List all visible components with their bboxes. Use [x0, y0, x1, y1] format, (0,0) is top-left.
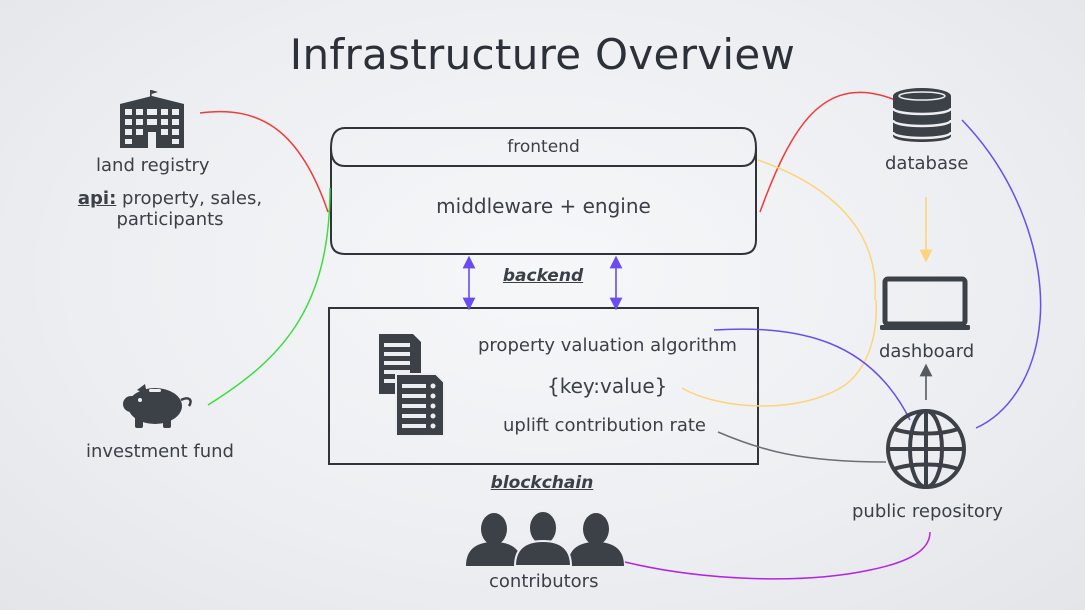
- blockchain-item-keyvalue: {key:value}: [547, 374, 668, 398]
- public-repository-label: public repository: [852, 501, 1003, 522]
- laptop-icon: [880, 276, 970, 330]
- backend-caption: backend: [502, 266, 584, 286]
- valuation-connector: [713, 328, 911, 421]
- database-icon: [891, 88, 953, 142]
- api-prefix: api:: [77, 188, 117, 209]
- database-label: database: [885, 153, 969, 174]
- investment-fund-connector: [207, 187, 331, 406]
- blockchain-box: [328, 307, 759, 465]
- investment-fund-label: investment fund: [86, 441, 234, 462]
- uplift-connector: [717, 431, 887, 463]
- middleware-label: middleware + engine: [436, 194, 651, 218]
- piggy-bank-icon: [123, 384, 192, 428]
- blockchain-item-valuation: property valuation algorithm: [478, 335, 737, 356]
- land-registry-label: land registry: [96, 155, 210, 176]
- contributors-label: contributors: [489, 571, 599, 592]
- contributors-connector: [624, 531, 931, 580]
- land-registry-api: api: property, sales, participants: [70, 188, 270, 230]
- land-registry-connector: [199, 110, 329, 213]
- api-line2: participants: [116, 209, 224, 230]
- database-repository-connector: [961, 119, 1042, 429]
- page-title: Infrastructure Overview: [289, 30, 796, 79]
- blockchain-item-uplift: uplift contribution rate: [503, 415, 707, 436]
- frontend-dashboard-connector: [757, 159, 877, 301]
- contributors-icon: [466, 510, 624, 567]
- globe-icon: [886, 409, 966, 489]
- dashboard-label: dashboard: [879, 341, 975, 362]
- keyvalue-connector: [681, 299, 877, 407]
- building-icon: [120, 90, 184, 148]
- blockchain-caption: blockchain: [490, 473, 594, 493]
- backend-box: [329, 127, 758, 255]
- documents-icon: [379, 334, 445, 437]
- frontend-label: frontend: [507, 137, 580, 157]
- api-line1: property, sales,: [116, 188, 263, 209]
